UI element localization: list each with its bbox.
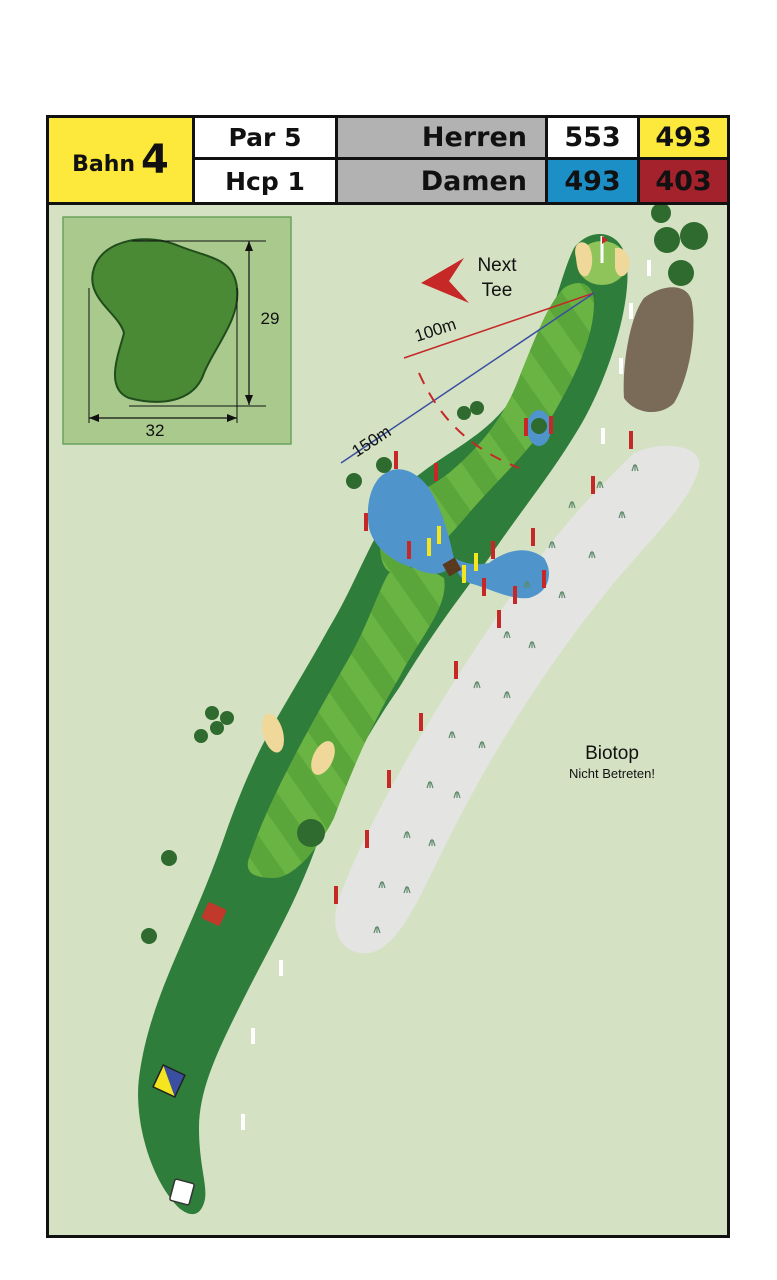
grass-tuft-icon — [373, 464, 639, 934]
hazard-stake-icon — [241, 260, 651, 1130]
tee-marker-white — [169, 1178, 195, 1206]
hole-header: Bahn 4 Par 5 Hcp 1 Herren Damen 553 493 … — [49, 118, 727, 205]
water-hazard-stream — [454, 550, 549, 599]
biotop-area — [335, 445, 700, 954]
rough-area — [138, 234, 628, 1215]
next-tee-label-line2: Tee — [482, 280, 513, 301]
arc-100 — [418, 372, 520, 469]
green-inset-shape — [91, 238, 239, 403]
hole-label: Bahn — [72, 151, 136, 177]
men-white-tee-distance: 553 — [548, 118, 640, 160]
women-blue-tee-distance: 493 — [548, 160, 640, 202]
green-width-label: 32 — [146, 421, 165, 440]
green-inset — [62, 216, 292, 445]
bridge — [442, 557, 462, 577]
biotop-note: Nicht Betreten! — [569, 766, 655, 781]
hcp-value: Hcp 1 — [195, 160, 338, 202]
water-hazard-main — [367, 469, 454, 574]
next-tee-arrow-icon — [421, 258, 469, 303]
distance-marker-red — [201, 902, 227, 926]
fairway-bunker-1 — [262, 713, 284, 753]
distance-line-100 — [403, 292, 595, 359]
par-value: Par 5 — [195, 118, 338, 160]
flag-icon — [600, 236, 608, 263]
hole-number-box: Bahn 4 — [49, 118, 195, 202]
tee-marker-icon — [152, 1064, 186, 1098]
greenside-bunker-right — [615, 247, 630, 277]
green-depth-label: 29 — [261, 309, 280, 328]
fairway-lower — [247, 567, 445, 878]
next-tee-label-line1: Next — [477, 255, 517, 276]
men-yellow-tee-distance: 493 — [640, 118, 727, 160]
hole-number: 4 — [141, 137, 169, 183]
women-label: Damen — [338, 160, 548, 202]
men-label: Herren — [338, 118, 548, 160]
hole-map: 32 29 Next Tee 100m 150m Biotop Nicht Be… — [62, 203, 708, 1215]
hole-card: 32 29 Next Tee 100m 150m Biotop Nicht Be… — [46, 115, 730, 1238]
fairway-bunker-2 — [311, 741, 335, 775]
distance-label-150: 150m — [348, 422, 394, 461]
distance-line-150 — [340, 292, 595, 464]
biotop-title: Biotop — [585, 743, 639, 764]
rock — [623, 287, 694, 413]
greenside-bunker-left — [575, 242, 593, 277]
women-red-tee-distance: 403 — [640, 160, 727, 202]
tree-icon — [141, 203, 708, 944]
